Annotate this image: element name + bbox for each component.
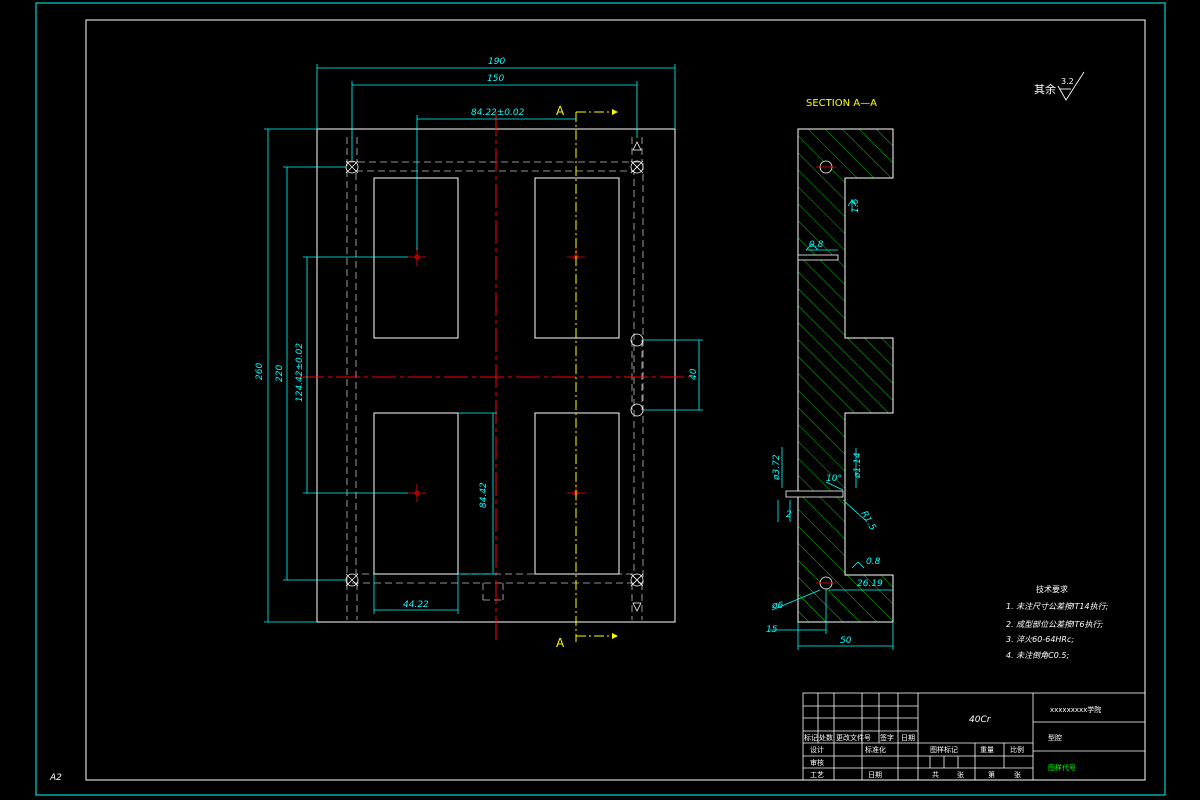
- dim-bottom-offset: 26.19: [857, 579, 883, 589]
- tech-item: 4. 未注倒角C0.5;: [1006, 651, 1069, 660]
- dim-hole-span-height: 220: [275, 365, 285, 382]
- title-row-label: 处数: [819, 733, 833, 742]
- pocket-top-left: [373, 177, 459, 339]
- tech-title: 技术要求: [1036, 584, 1068, 594]
- title-row-label: 日期: [901, 734, 915, 742]
- dim-radius: R1.5: [858, 510, 877, 533]
- section-arrow-bottom: [612, 633, 618, 639]
- surface-finish-value: 3.2: [1061, 77, 1074, 86]
- section-label-top: A: [556, 104, 565, 118]
- roughness-mid: 0.8: [809, 240, 824, 250]
- dim-pocket-width: 44.22: [403, 600, 429, 610]
- section-body: [797, 128, 894, 623]
- title-row-label: 更改文件号: [836, 733, 871, 742]
- title-sheet: 张: [957, 770, 964, 779]
- title-process: 工艺: [810, 771, 824, 779]
- title-school: xxxxxxxxx学院: [1050, 705, 1101, 714]
- dim-vertical-pitch: 124.42±0.02: [295, 343, 305, 402]
- title-part-name: 型腔: [1048, 733, 1062, 742]
- title-standardize: 标准化: [865, 745, 886, 754]
- section-view: SECTION A—A: [766, 98, 894, 650]
- cavity-pockets: [373, 177, 620, 575]
- tech-item: 1. 未注尺寸公差按IT14执行;: [1006, 602, 1109, 611]
- hidden-channels: [346, 137, 644, 620]
- pocket-bottom-right: [534, 412, 620, 575]
- title-scale: 比例: [1010, 745, 1024, 754]
- dim-dia-right: ø1.14: [853, 452, 863, 479]
- dim-overall-height: 260: [255, 363, 265, 380]
- dim-hole-dia: ø6: [771, 601, 784, 611]
- section-arrow-top: [612, 109, 618, 115]
- roughness-bottom: 0.8: [866, 557, 881, 567]
- plan-dimensions: [264, 64, 703, 623]
- dim-pocket-height: 84.42: [479, 482, 489, 508]
- dim-angle: 10°: [826, 474, 842, 484]
- title-material: 40Cr: [969, 715, 992, 725]
- surface-finish-label: 其余: [1034, 82, 1056, 96]
- title-review: 审核: [810, 758, 824, 767]
- dim-center-offset: 84.22±0.02: [471, 108, 525, 118]
- surface-finish: 其余 3.2: [1034, 71, 1085, 101]
- inner-border: [85, 19, 1146, 781]
- tech-item: 2. 成型部位公差按IT6执行;: [1006, 620, 1104, 629]
- section-centerlines: [816, 166, 836, 584]
- plan-view: A A 190 150 84.22±0.02 260 220 124.42: [255, 57, 703, 650]
- title-total: 共: [932, 770, 939, 779]
- centerlines: [300, 112, 690, 642]
- sheet-size-label: A2: [49, 773, 62, 783]
- title-row-label: 签字: [880, 733, 894, 742]
- pocket-bottom-left: [373, 412, 459, 575]
- title-drawing-no: 图样代号: [1048, 763, 1076, 772]
- roughness-top: 1.6: [851, 198, 861, 213]
- tech-requirements: 技术要求 1. 未注尺寸公差按IT14执行; 2. 成型部位公差按IT6执行; …: [1006, 584, 1109, 660]
- title-designer: 设计: [810, 745, 824, 754]
- section-axis: [575, 111, 612, 642]
- title-weight: 重量: [980, 746, 994, 754]
- dim-hole-span-width: 150: [487, 74, 504, 84]
- dim-thickness: 50: [840, 636, 852, 646]
- title-stage: 图样标记: [930, 745, 958, 754]
- roughness-symbol: [1057, 71, 1085, 101]
- section-label-bottom: A: [556, 636, 565, 650]
- dim-bottom: 15: [766, 625, 778, 635]
- section-title: SECTION A—A: [806, 98, 877, 109]
- section-dimensions: [770, 199, 894, 650]
- title-page: 第: [988, 770, 995, 779]
- outer-border: [35, 2, 1166, 796]
- dim-overall-width: 190: [488, 57, 505, 67]
- title-block: [802, 692, 1146, 781]
- dim-small: 2: [786, 510, 792, 520]
- title-row-label: 标记: [804, 733, 818, 742]
- tech-item: 3. 淬火60-64HRc;: [1006, 635, 1074, 644]
- title-date: 日期: [868, 771, 882, 779]
- dim-gap: 40: [689, 368, 699, 380]
- dim-dia-left: ø3.72: [772, 454, 782, 481]
- pocket-top-right: [534, 177, 620, 339]
- title-page-unit: 张: [1014, 770, 1021, 779]
